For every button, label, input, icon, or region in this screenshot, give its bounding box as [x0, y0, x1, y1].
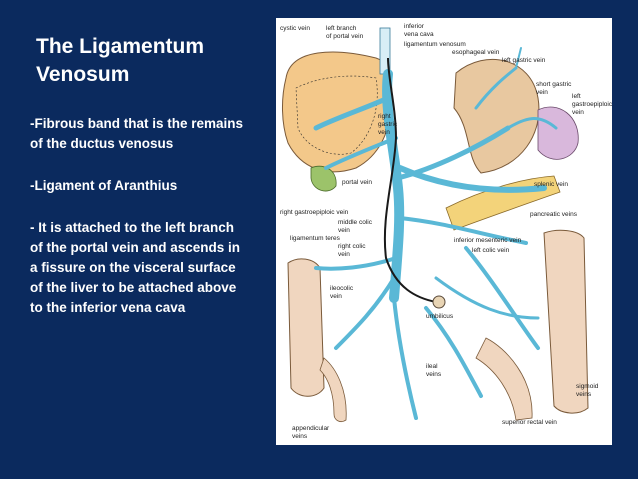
umbilicus-marker — [432, 295, 446, 309]
label-ileal-veins: ileal — [426, 363, 438, 370]
label-umbilicus: umbilicus — [426, 313, 454, 320]
rectum-shape — [475, 337, 533, 421]
label-sigmoid-veins-2: veins — [576, 391, 592, 398]
label-right-gastric-2: gastric — [378, 121, 398, 128]
bullet-list: -Fibrous band that is the remains of the… — [30, 114, 250, 340]
descending-colon-shape — [543, 229, 589, 414]
gallbladder-shape — [310, 165, 337, 192]
appendix-shape — [319, 357, 347, 422]
liver-vein-network — [295, 75, 378, 155]
anatomy-illustration: cystic vein left branch of portal vein i… — [280, 23, 612, 440]
liver-shape — [281, 51, 393, 173]
label-right-colic: right colic — [338, 243, 366, 250]
label-ligamentum-teres: ligamentum teres — [290, 235, 341, 242]
label-portal-vein: portal vein — [342, 179, 372, 186]
bullet-item-3: - It is attached to the left branch of t… — [30, 220, 241, 315]
label-appendicular-veins-2: veins — [292, 433, 308, 440]
label-superior-rectal: superior rectal vein — [502, 419, 557, 426]
label-esophageal-vein: esophageal vein — [452, 49, 500, 56]
label-left-branch-portal-2: of portal vein — [326, 33, 364, 40]
label-middle-colic: middle colic — [338, 219, 373, 226]
label-left-gastroepiploic: left — [572, 93, 581, 100]
label-cystic-vein: cystic vein — [280, 25, 310, 32]
slide-title: The Ligamentum Venosum — [36, 35, 205, 86]
ascending-colon-shape — [287, 258, 325, 397]
label-ileocolic: ileocolic — [330, 285, 354, 292]
label-ileocolic-2: vein — [330, 293, 342, 300]
bullet-item-2: -Ligament of Aranthius — [30, 178, 178, 193]
label-splenic-vein: splenic vein — [534, 181, 568, 188]
label-right-gastric: right — [378, 113, 391, 120]
spleen-shape — [537, 106, 579, 160]
ligamentum-teres-line — [383, 57, 437, 303]
label-left-gastroepiploic-3: vein — [572, 109, 584, 116]
portal-vein-tree — [313, 47, 558, 420]
label-ivc-2: vena cava — [404, 31, 434, 38]
label-sigmoid-veins: sigmoid — [576, 383, 599, 390]
stomach-shape — [453, 58, 540, 174]
bullet-item-1: -Fibrous band that is the remains of the… — [30, 116, 244, 151]
label-appendicular-veins: appendicular — [292, 425, 330, 432]
label-inferior-mesenteric: inferior mesenteric vein — [454, 237, 522, 244]
portal-venous-system-diagram: cystic vein left branch of portal vein i… — [276, 18, 612, 445]
label-left-gastroepiploic-2: gastroepiploic — [572, 101, 612, 108]
label-ileal-veins-2: veins — [426, 371, 442, 378]
label-right-gastroepiploic: right gastroepiploic vein — [280, 209, 349, 216]
label-short-gastric: short gastric — [536, 81, 572, 88]
label-left-gastric-vein: left gastric vein — [502, 57, 546, 64]
label-right-colic-2: vein — [338, 251, 350, 258]
label-left-branch-portal: left branch — [326, 25, 357, 32]
label-ivc: inferior — [404, 23, 425, 30]
label-left-colic: left colic vein — [472, 247, 510, 254]
label-middle-colic-2: vein — [338, 227, 350, 234]
label-short-gastric-2: vein — [536, 89, 548, 96]
label-ligamentum-venosum: ligamentum venosum — [404, 41, 466, 48]
label-right-gastric-3: vein — [378, 129, 390, 136]
label-pancreatic-veins: pancreatic veins — [530, 211, 578, 218]
